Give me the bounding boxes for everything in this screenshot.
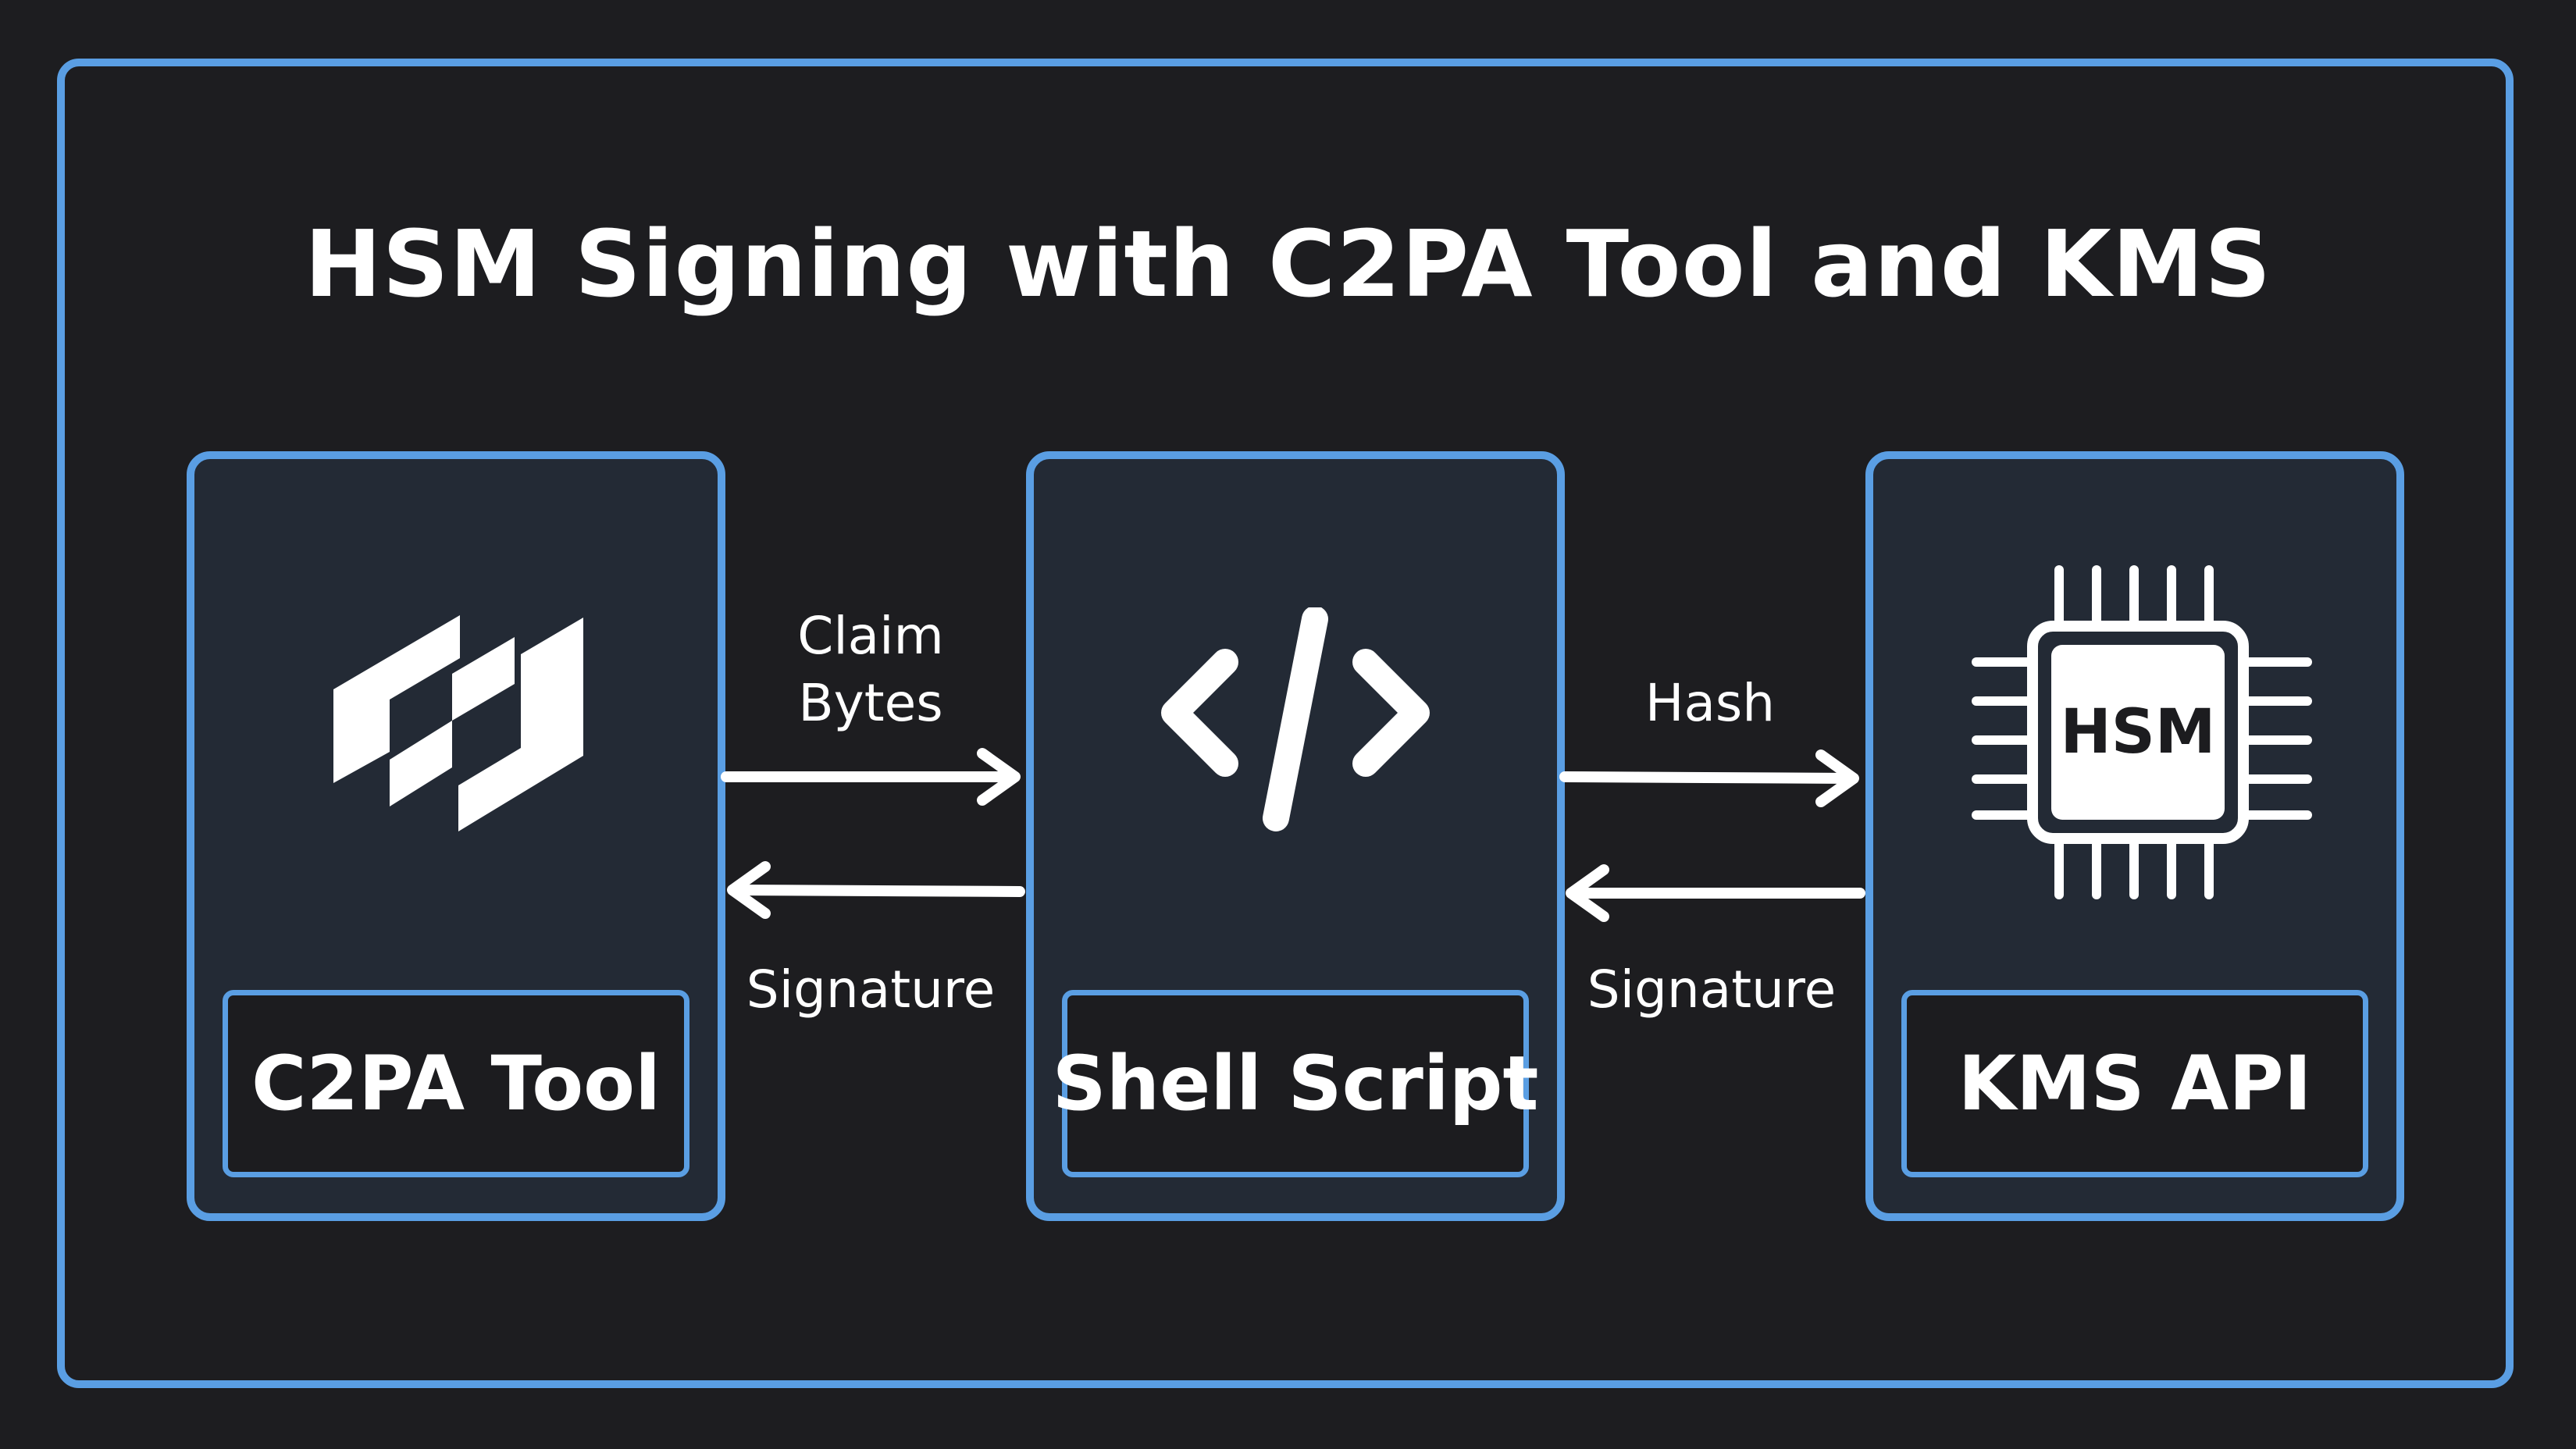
edge-arrow-hash (1559, 749, 1859, 807)
edge-label-hash: Hash (1644, 673, 1776, 733)
diagram-title: HSM Signing with C2PA Tool and KMS (304, 210, 2272, 318)
edge-label-line: Bytes (798, 673, 943, 733)
node-c2pa-tool: C2PA Tool (187, 451, 725, 1221)
node-kms-api: HSM KMS API (1865, 451, 2404, 1221)
edge-arrow-claim-bytes (721, 748, 1021, 806)
hsm-chip-text: HSM (2060, 697, 2215, 767)
edge-label-signature-right: Signature (1587, 959, 1837, 1020)
node-label: KMS API (1901, 990, 2368, 1177)
edge-label-claim-bytes: Claim Bytes (793, 603, 949, 737)
c2pa-logo-icon (333, 615, 583, 831)
node-shell-script: Shell Script (1026, 451, 1565, 1221)
edge-label-line: Claim (797, 606, 944, 666)
edge-arrow-signature-right (1566, 864, 1865, 922)
hsm-chip-icon: HSM (1972, 565, 2312, 899)
node-label: Shell Script (1053, 990, 1538, 1177)
node-label: C2PA Tool (223, 990, 689, 1177)
edge-label-signature-left: Signature (746, 959, 996, 1020)
code-icon (1161, 607, 1430, 831)
edge-arrow-signature-left (727, 861, 1025, 919)
